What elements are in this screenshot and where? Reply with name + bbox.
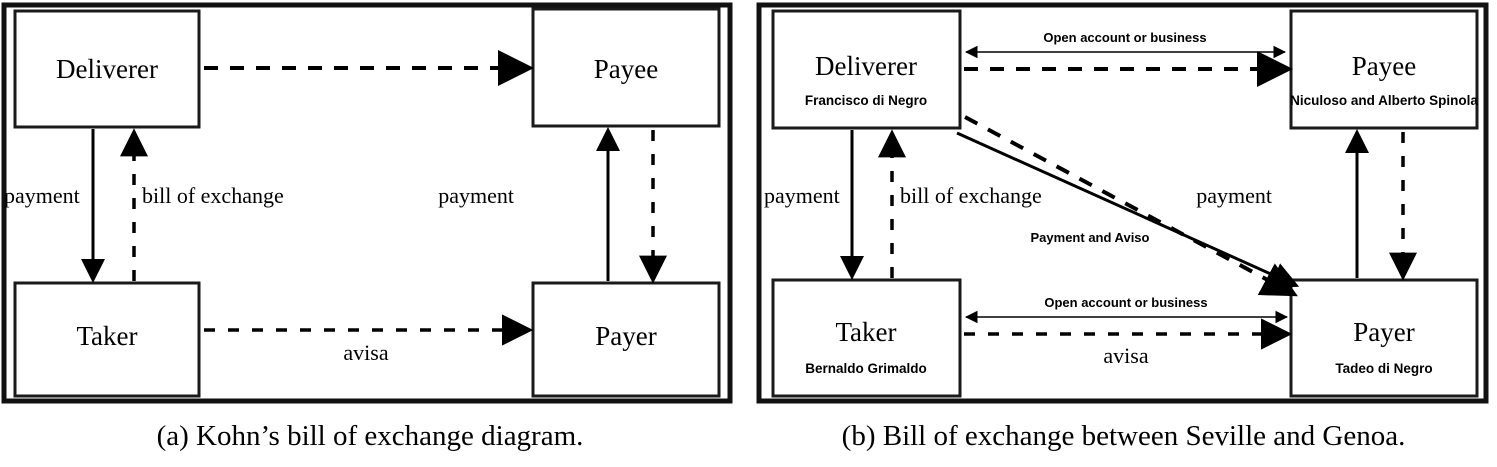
node-payee-title: Payee [1352, 51, 1416, 81]
node-payer-b: Payer Tadeo di Negro [1289, 278, 1479, 398]
edge-label-payment-and-aviso: Payment and Aviso [1031, 230, 1150, 245]
node-deliverer-b: Deliverer Francisco di Negro [771, 9, 962, 130]
edge-label-bill-of-exchange: bill of exchange [142, 183, 284, 208]
edge-label-open-account-bottom: Open account or business [1044, 295, 1207, 310]
node-payer-subtitle: Tadeo di Negro [1335, 361, 1432, 376]
node-taker-a: Taker [13, 281, 201, 398]
node-payer-title: Payer [1353, 317, 1414, 347]
panel-b-diagram: Deliverer Francisco di Negro Payee Nicul… [756, 2, 1489, 404]
panel-b-frame [756, 2, 1489, 404]
edge-label-payment-left: payment [4, 183, 80, 208]
node-taker-title: Taker [76, 321, 137, 351]
caption-panel-a: (a) Kohn’s bill of exchange diagram. [156, 420, 584, 452]
edge-label-payment-right: payment [438, 183, 514, 208]
node-payer-title: Payer [595, 321, 656, 351]
edge-label-payment-left: payment [764, 183, 840, 208]
node-taker-subtitle: Bernaldo Grimaldo [805, 361, 927, 376]
panel-a-diagram: Deliverer Payee Taker Payer payment [1, 2, 733, 404]
caption-panel-b: (b) Bill of exchange between Seville and… [841, 420, 1406, 452]
edge-deliverer-to-payer-solid [956, 131, 1300, 289]
panel-a: Deliverer Payee Taker Payer payment [0, 0, 740, 467]
edge-label-avisa: avisa [1103, 343, 1148, 368]
edge-label-open-account-top: Open account or business [1043, 30, 1206, 45]
edge-label-avisa: avisa [343, 340, 388, 365]
node-deliverer-title: Deliverer [815, 51, 917, 81]
node-payee-b: Payee Niculoso and Alberto Spinola [1289, 9, 1479, 130]
node-payee-a: Payee [531, 7, 721, 128]
panel-b: Deliverer Francisco di Negro Payee Nicul… [750, 0, 1497, 467]
node-payer-a: Payer [531, 281, 721, 398]
node-taker-b: Taker Bernaldo Grimaldo [771, 278, 962, 398]
node-deliverer-a: Deliverer [13, 9, 201, 129]
node-payee-title: Payee [594, 54, 658, 84]
node-payee-subtitle: Niculoso and Alberto Spinola [1290, 93, 1478, 108]
edge-deliverer-to-payer-dashed [964, 115, 1298, 297]
node-taker-title: Taker [835, 317, 896, 347]
edge-label-payment-right: payment [1196, 183, 1272, 208]
panel-a-frame [1, 2, 733, 404]
edge-label-bill-of-exchange: bill of exchange [900, 183, 1042, 208]
node-deliverer-title: Deliverer [56, 54, 158, 84]
node-deliverer-subtitle: Francisco di Negro [805, 93, 927, 108]
